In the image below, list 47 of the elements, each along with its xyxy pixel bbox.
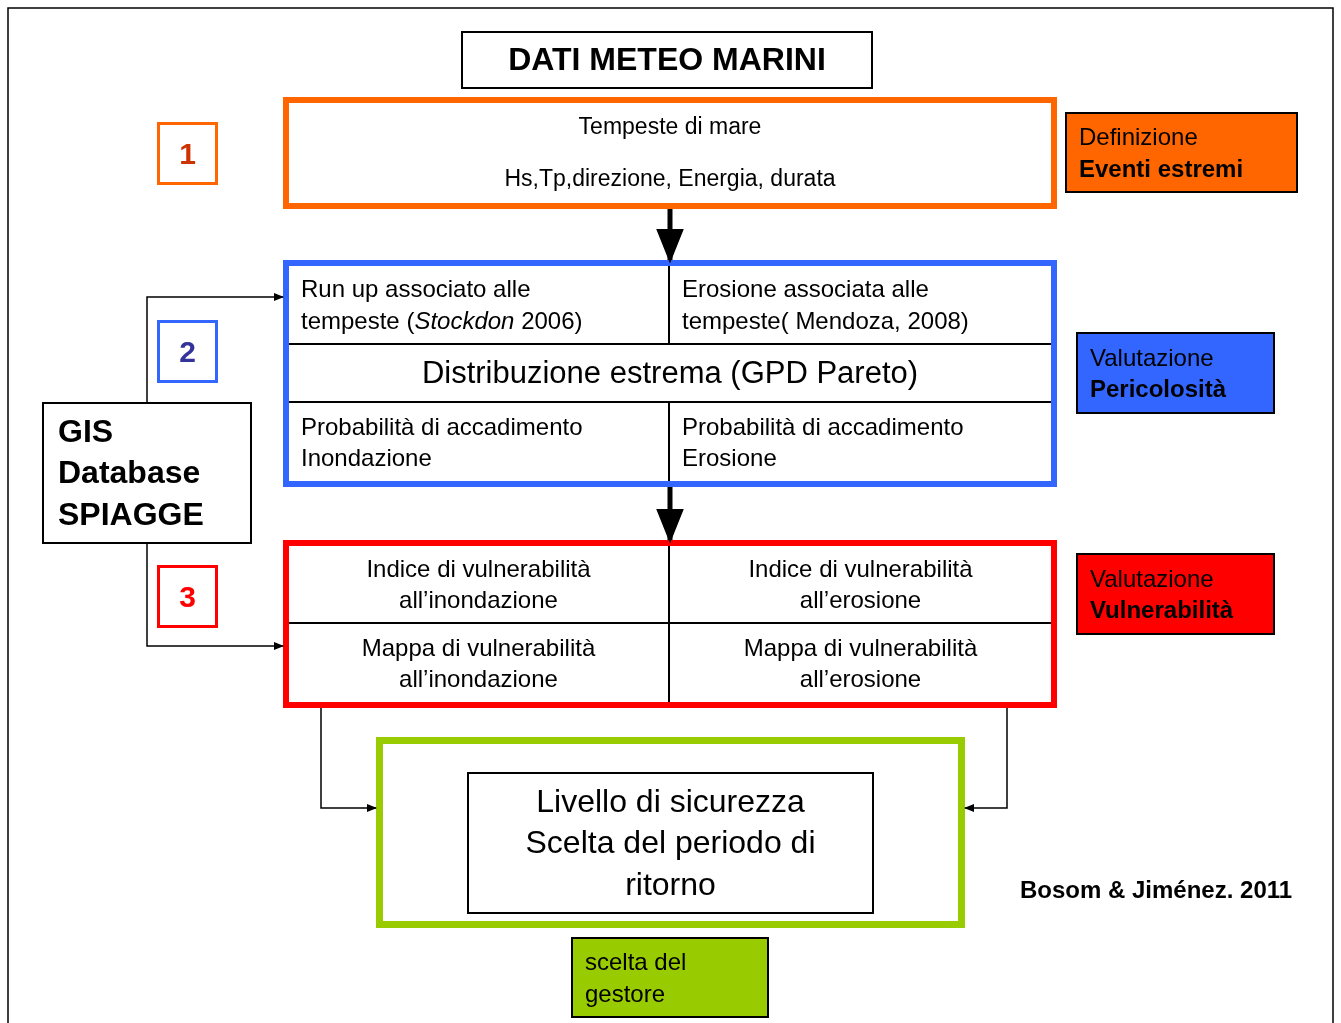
step-number-box	[157, 565, 218, 628]
process-box	[467, 772, 874, 914]
node-text: Run up associato alle tempeste (Stockdon 2006)	[301, 274, 584, 336]
node-text: Mappa di vulnerabilità all’inondazione	[360, 632, 597, 694]
arrow	[146, 292, 285, 403]
arrow	[320, 707, 378, 813]
node-text: Indice di vulnerabilità all’erosione	[747, 553, 974, 615]
arrow	[656, 487, 684, 544]
node-text: Definizione	[1079, 122, 1198, 153]
table-cell	[289, 546, 670, 624]
step-number: 2	[179, 334, 196, 370]
node-text: scelta del gestore	[585, 947, 688, 1009]
node-text: GIS Database SPIAGGE	[58, 411, 205, 534]
step-number-box	[157, 320, 218, 383]
table-cell	[289, 266, 670, 345]
process-box	[283, 540, 1057, 708]
phase-tag	[1076, 553, 1275, 635]
process-box	[376, 737, 965, 928]
node-text: DATI METEO MARINI	[508, 40, 826, 80]
phase-tag	[1065, 112, 1298, 193]
step-number: 3	[179, 579, 196, 615]
step-number: 1	[179, 136, 196, 172]
node-text: Erosione associata alle tempeste( Mendoza, 2008)	[682, 274, 970, 336]
node-text: Tempeste di mare	[578, 112, 762, 142]
node-text: Eventi estremi	[1079, 153, 1244, 184]
node-text: Mappa di vulnerabilità all’erosione	[742, 632, 979, 694]
citation-text: Bosom & Jiménez. 2011	[1020, 876, 1293, 904]
node-text: Valutazione	[1090, 563, 1214, 594]
phase-tag	[1076, 332, 1275, 414]
node-text: Probabilità di accadimento Erosione	[682, 411, 965, 473]
title-box	[461, 31, 873, 89]
arrow	[963, 707, 1008, 813]
process-box	[283, 97, 1057, 209]
phase-tag	[571, 937, 769, 1018]
node-text: Hs,Tp,direzione, Energia, durata	[504, 164, 836, 193]
database-box	[42, 402, 252, 544]
arrow	[146, 543, 285, 651]
node-text: Livello di sicurezza Scelta del periodo di ritorno	[524, 781, 817, 904]
step-number-box	[157, 122, 218, 185]
node-text: Distribuzione estrema (GPD Pareto)	[421, 353, 919, 392]
node-text: Pericolosità	[1090, 374, 1227, 404]
node-text: Indice di vulnerabilità all’inondazione	[365, 553, 592, 615]
arrow	[656, 209, 684, 264]
process-box	[283, 260, 1057, 487]
node-text: Probabilità di accadimento Inondazione	[301, 411, 584, 473]
node-text: Valutazione	[1090, 342, 1214, 373]
node-text: Vulnerabilità	[1090, 595, 1234, 625]
